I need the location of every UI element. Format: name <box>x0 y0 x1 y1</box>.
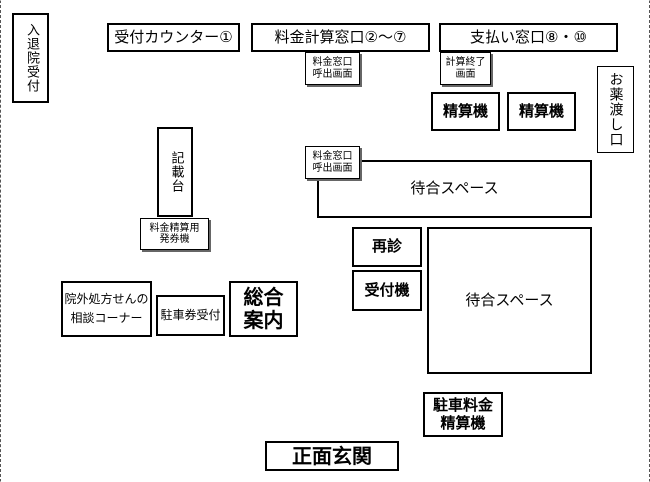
pharmacy-window: お薬渡し口 <box>597 66 634 153</box>
pay-machine-2: 精算機 <box>507 92 576 131</box>
waiting-space-top: 待合スペース <box>317 160 592 218</box>
calc-done-screen: 計算終了 画面 <box>440 52 491 85</box>
billing-windows: 料金計算窓口②～⑦ <box>251 23 430 52</box>
admission-desk: 入退院受付 <box>12 13 49 103</box>
parking-pay-machine: 駐車料金 精算機 <box>423 392 503 437</box>
prescription-counter: 院外処方せんの 相談コーナー <box>61 281 152 337</box>
main-entrance: 正面玄関 <box>265 441 399 471</box>
writing-desk: 記載台 <box>157 127 193 217</box>
revisit-area: 再診 <box>352 227 422 267</box>
payment-windows: 支払い窓口⑧・⑩ <box>439 23 618 52</box>
waiting-space-main: 待合スペース <box>427 227 592 374</box>
parking-ticket-desk: 駐車券受付 <box>156 295 225 336</box>
reception-counter: 受付カウンター① <box>107 23 240 52</box>
billing-call-screen-mid: 料金窓口 呼出画面 <box>305 146 360 179</box>
reception-machine: 受付機 <box>352 270 422 311</box>
ticket-machine: 料金精算用 発券機 <box>140 218 209 250</box>
info-desk: 総合 案内 <box>229 281 298 337</box>
billing-call-screen-top: 料金窓口 呼出画面 <box>305 52 360 85</box>
pay-machine-1: 精算機 <box>431 92 500 131</box>
